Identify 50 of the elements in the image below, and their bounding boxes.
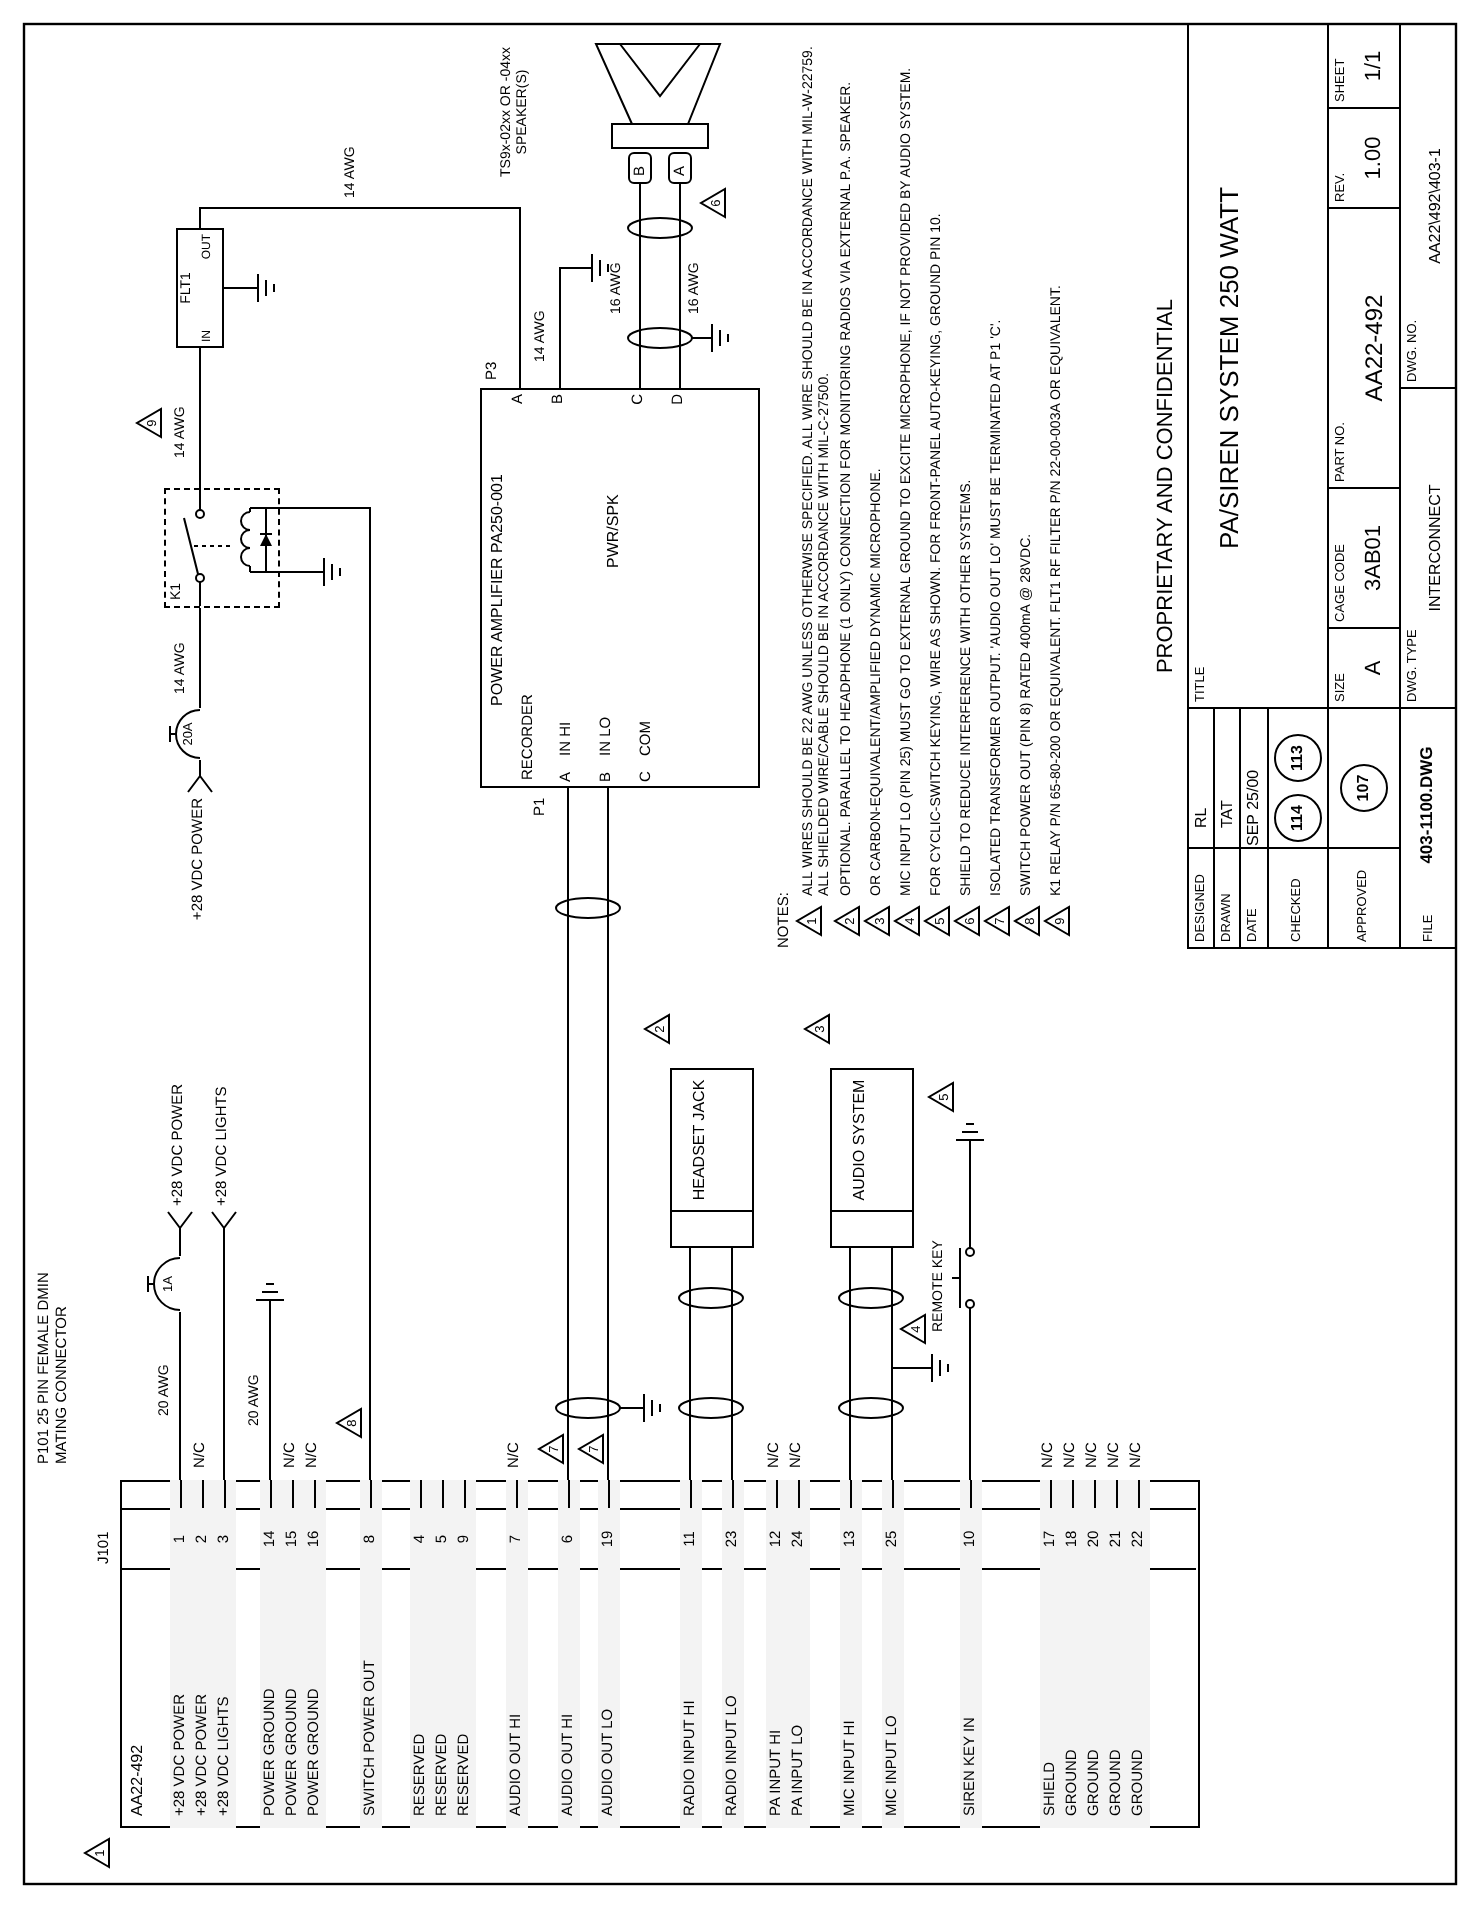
- field-value: 1.00: [1362, 134, 1388, 184]
- wire: [679, 183, 681, 389]
- field-value: 403-1100.DWG: [1418, 744, 1438, 868]
- ground-symbol: [250, 274, 278, 302]
- amplifier-title: POWER AMPLIFIER PA250-001: [488, 472, 507, 710]
- field-value: RL: [1192, 807, 1211, 828]
- inspection-stamp: 114: [1274, 794, 1322, 842]
- field-value: AA22-492: [1362, 292, 1390, 406]
- equipment-box: AUDIO SYSTEM: [830, 1068, 914, 1248]
- confidentiality-notice: PROPRIETARY AND CONFIDENTIAL: [1154, 296, 1180, 678]
- field-value: AA22\492\403-1: [1426, 146, 1445, 268]
- inspection-stamp: 107: [1340, 764, 1388, 812]
- wire: [199, 607, 201, 709]
- inspection-stamp: 113: [1274, 734, 1322, 782]
- wire: [567, 787, 569, 1481]
- drawing-title: PA/SIREN SYSTEM 250 WATT: [1216, 184, 1246, 554]
- wire: [689, 1247, 691, 1481]
- unit-box: [120, 1480, 1200, 1828]
- wire: [269, 1307, 271, 1481]
- wire: [731, 1247, 733, 1481]
- wire: [279, 571, 317, 573]
- field-value: TAT: [1218, 800, 1237, 828]
- wire: [969, 1347, 971, 1481]
- wire: [279, 507, 371, 1481]
- amplifier-box: [480, 388, 760, 788]
- ground-symbol: [924, 1354, 952, 1382]
- ground-symbol: [584, 254, 612, 282]
- field-value: SEP 25/00: [1244, 769, 1263, 846]
- wire: [607, 787, 609, 1481]
- port-label: PWR/SPK: [604, 492, 623, 568]
- wire: [849, 1247, 851, 1481]
- wire: [187, 759, 213, 793]
- wire: [639, 183, 641, 389]
- equipment-box: HEADSET JACK: [670, 1068, 754, 1248]
- wire: [167, 1211, 193, 1257]
- unit-title: AA22-492: [128, 1744, 147, 1816]
- field-value: 3AB01: [1362, 522, 1388, 596]
- ground-symbol: [316, 558, 344, 586]
- wire: [199, 207, 521, 389]
- wire: [559, 267, 585, 389]
- field-value: INTERCONNECT: [1426, 482, 1445, 616]
- wire: [179, 1311, 181, 1481]
- field-value: 1/1: [1362, 48, 1388, 86]
- wire: [969, 1147, 971, 1209]
- wire: [223, 287, 251, 289]
- ground-symbol: [956, 1120, 984, 1148]
- field-value: A: [1362, 658, 1388, 680]
- ground-symbol: [256, 1280, 284, 1308]
- wire: [211, 1211, 237, 1481]
- wire: [199, 347, 201, 489]
